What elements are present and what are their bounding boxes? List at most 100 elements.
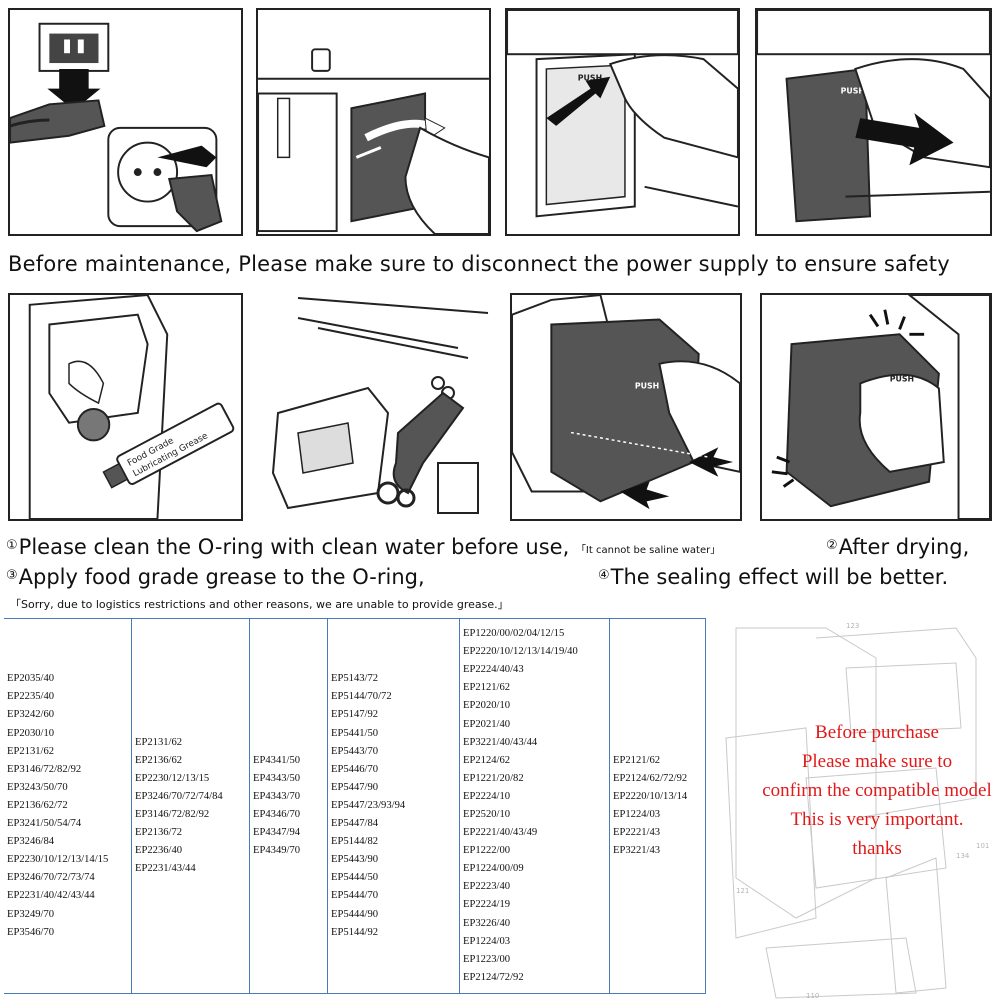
model-number: EP2231/43/44 xyxy=(135,863,196,875)
model-number: EP5441/50 xyxy=(331,727,379,739)
step-3-caption: ③Apply food grade grease to the O-ring, xyxy=(6,565,425,589)
panel-insert-brew-unit: PUSH xyxy=(510,293,742,521)
push-label: PUSH xyxy=(578,74,602,83)
unplug-illustration xyxy=(10,22,223,233)
model-number: EP3146/72/82/92 xyxy=(135,809,210,820)
model-number: EP5444/70 xyxy=(331,890,379,902)
purchase-warning: Before purchase Please make sure to conf… xyxy=(742,718,1000,863)
step-1-text: Please clean the O-ring with clean water… xyxy=(18,535,570,559)
panel-grease-tube: Food Grade Food Grade Lubricating Grease xyxy=(8,293,243,521)
purchase-warning-line2: Please make sure to xyxy=(801,751,953,772)
panel-unplug-power xyxy=(8,8,243,236)
model-number: EP2131/62 xyxy=(135,736,183,748)
model-number: EP4343/50 xyxy=(253,772,301,784)
model-number: EP3246/70/72/74/84 xyxy=(135,790,223,802)
model-number: EP2136/62 xyxy=(135,754,183,766)
grease-not-provided-notice: 「Sorry, due to logistics restrictions an… xyxy=(10,598,509,611)
diagram-number: 110 xyxy=(806,992,819,1000)
insert-brew-unit-illustration: PUSH xyxy=(512,295,740,510)
diagram-number: 121 xyxy=(736,887,749,895)
model-number: EP2136/62/72 xyxy=(7,799,68,811)
model-number: EP2235/40 xyxy=(7,691,55,703)
model-number: EP2221/43 xyxy=(613,827,661,839)
model-number: EP2035/40 xyxy=(7,673,55,685)
model-number: EP2121/62 xyxy=(613,754,661,766)
diagram-number: 123 xyxy=(846,622,859,630)
step-1-caption: ①Please clean the O-ring with clean wate… xyxy=(6,535,720,559)
purchase-warning-line4: This is very important. xyxy=(790,809,964,830)
model-number: EP1221/20/82 xyxy=(463,772,524,784)
step-2-number: ② xyxy=(826,538,838,553)
grease-tube-illustration: Food Grade Food Grade Lubricating Grease xyxy=(28,295,235,519)
model-number: EP4346/70 xyxy=(253,809,301,820)
step-4-text: The sealing effect will be better. xyxy=(610,565,949,589)
exploded-diagram-background: 123 101 110 121 134 xyxy=(725,622,989,1000)
push-label: PUSH xyxy=(635,381,659,390)
step-2-text: After drying, xyxy=(838,535,970,559)
step-4-number: ④ xyxy=(598,568,610,583)
diagram-number: 134 xyxy=(956,852,970,860)
maintenance-safety-caption: Before maintenance, Please make sure to … xyxy=(8,252,950,276)
pull-brew-unit-illustration: PUSH xyxy=(757,10,990,223)
model-number: EP3546/70 xyxy=(7,926,55,938)
step-1-number: ① xyxy=(6,538,18,553)
purchase-warning-line1: Before purchase xyxy=(815,722,939,743)
model-number: EP2124/72/92 xyxy=(463,971,524,983)
parts-illustration xyxy=(271,297,489,514)
model-number: EP2231/40/42/43/44 xyxy=(7,890,95,902)
push-label: PUSH xyxy=(841,87,865,96)
press-push-illustration: PUSH xyxy=(507,10,738,218)
model-number: EP3243/50/70 xyxy=(7,781,68,793)
model-number: EP2124/62/72/92 xyxy=(613,772,688,784)
model-number: EP2220/10/13/14 xyxy=(613,790,688,802)
step-2-caption: ②After drying, xyxy=(826,535,969,559)
model-number: EP5143/72 xyxy=(331,673,379,685)
purchase-warning-line3: confirm the compatible model xyxy=(762,780,992,801)
model-number: EP2136/72 xyxy=(135,827,183,839)
diagram-number: 101 xyxy=(976,842,989,850)
model-number: EP2124/62 xyxy=(463,754,511,766)
model-number: EP2230/10/12/13/14/15 xyxy=(7,854,109,866)
step-1-note: 「It cannot be saline water」 xyxy=(575,545,721,556)
model-number: EP1224/03 xyxy=(463,935,511,947)
model-number: EP3221/40/43/44 xyxy=(463,736,538,748)
model-number: EP2224/10 xyxy=(463,790,511,802)
model-number: EP2520/10 xyxy=(463,809,511,820)
model-number: EP2131/62 xyxy=(7,745,55,757)
model-number: EP4349/70 xyxy=(253,845,301,857)
panel-press-push: PUSH xyxy=(505,8,740,236)
model-number: EP1224/03 xyxy=(613,809,661,820)
model-number: EP1222/00 xyxy=(463,845,511,857)
model-number: EP3246/70/72/73/74 xyxy=(7,872,95,884)
model-number: EP3249/70 xyxy=(7,908,55,920)
panel-pull-brew-unit: PUSH xyxy=(755,8,992,236)
model-number: EP1220/00/02/04/12/15 xyxy=(463,628,565,640)
purchase-warning-line5: thanks xyxy=(852,838,902,859)
panel-parts-and-oring xyxy=(258,293,493,521)
model-number: EP2230/12/13/15 xyxy=(135,772,210,784)
model-number: EP3246/84 xyxy=(7,836,55,848)
model-number: EP5444/90 xyxy=(331,908,379,920)
model-number: EP4343/70 xyxy=(253,790,301,802)
model-number: EP1223/00 xyxy=(463,953,511,965)
model-number: EP5447/23/93/94 xyxy=(331,799,406,811)
model-number: EP2121/62 xyxy=(463,682,511,694)
model-number: EP2224/19 xyxy=(463,899,511,911)
model-number: EP5144/82 xyxy=(331,836,379,848)
model-number: EP1224/00/09 xyxy=(463,863,524,875)
model-number: EP5443/90 xyxy=(331,854,379,866)
model-number: EP3226/40 xyxy=(463,917,511,929)
model-number: EP2223/40 xyxy=(463,881,511,893)
open-door-illustration xyxy=(258,10,489,234)
click-into-place-illustration: PUSH xyxy=(771,295,990,519)
model-number: EP2021/40 xyxy=(463,718,511,730)
model-number: EP5443/70 xyxy=(331,745,379,757)
model-number: EP2220/10/12/13/14/19/40 xyxy=(463,646,578,658)
push-label: PUSH xyxy=(890,374,914,383)
model-number: EP2030/10 xyxy=(7,727,55,739)
